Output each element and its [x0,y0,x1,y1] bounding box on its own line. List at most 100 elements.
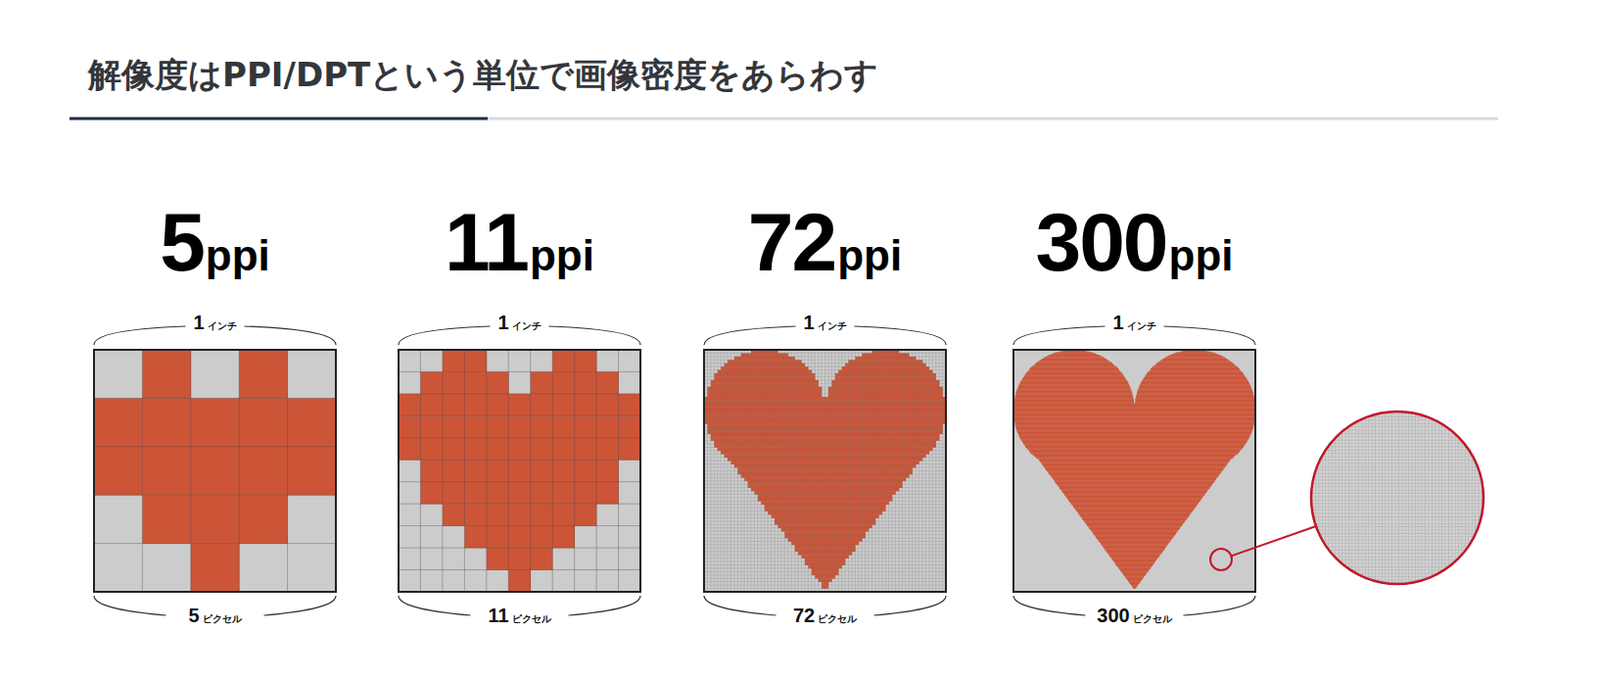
heart-pixels [1013,416,1256,418]
ppi-unit: ppi [205,234,271,278]
heart-pixels [1083,520,1184,522]
heart-pixels [1088,525,1181,527]
heart-pixels [1036,457,1233,459]
ppi-heading: 300ppi [1013,200,1256,283]
heart-pixels [1038,460,1230,462]
heart-pixels [1078,511,1192,513]
heart-pixels [1038,459,1230,461]
heart-pixels [1032,453,1237,455]
inch-unit: インチ [512,320,542,331]
heart-pixels [1116,563,1154,565]
heart-pixels [1015,393,1132,395]
heart-pixels [1013,415,1256,417]
heart-pixels [1029,370,1121,372]
heart-pixels [1013,403,1256,405]
heart-pixels [1094,534,1175,536]
heart-pixels [1116,564,1154,565]
heart-pixels [1070,502,1198,504]
heart-pixels [1065,494,1205,496]
heart-pixels [1070,501,1200,503]
heart-pixels [1029,449,1241,451]
heart-pixels [1056,483,1212,485]
heart-pixels [1101,543,1169,545]
heart-pixels [1123,572,1146,574]
heart-pixels [1042,464,1227,466]
heart-pixels [1099,541,1170,543]
heart-pixels [1054,480,1215,482]
inch-label: 1インチ [94,311,336,333]
heart-pixels [1016,388,1131,390]
heart-pixels [238,349,288,399]
heart-pixels [1062,491,1207,493]
heart-pixels [1039,461,1229,463]
heart-pixels [1019,383,1130,385]
heart-pixels [1015,424,1253,426]
heart-pixels [1052,478,1217,480]
pixel-label: 72ピクセル [704,604,946,626]
heart-pixels [1134,398,1255,400]
heart-pixels [1120,568,1150,570]
heart-pixels [508,569,531,593]
inch-value: 1 [497,311,509,333]
heart-pixels [1035,363,1113,365]
heart-pixels [1015,392,1132,394]
heart-pixels [1058,485,1211,487]
heart-pixels [1024,376,1125,377]
heart-pixels [1025,373,1123,375]
heart-pixels [1075,509,1194,511]
heart-pixels [141,494,288,544]
heart-pixels [1129,581,1140,583]
heart-pixels [1103,547,1166,549]
heart-pixels [190,543,240,593]
heart-pixels [464,525,575,549]
inch-unit: インチ [1127,320,1157,331]
heart-pixels [1138,384,1251,386]
heart-pixels [1022,378,1127,380]
heart-pixels [1014,399,1134,401]
heart-pixels [1108,553,1161,555]
heart-pixels [1142,378,1248,380]
heart-pixels [1125,576,1143,578]
pixel-count: 11 [487,604,509,626]
heart-pixels [1024,443,1246,445]
heart-pixels [1025,445,1244,447]
heart-pixels [1138,387,1253,389]
heart-pixels [1050,474,1220,476]
heart-pixels [1133,587,1136,589]
heart-pixels [1064,493,1206,495]
heart-pixels [1148,370,1241,372]
heart-pixels [1073,506,1196,508]
heart-pixels [1077,511,1192,513]
heart-pixels [1118,566,1151,568]
heart-pixels [1080,516,1189,518]
grid-ground [704,349,946,592]
heart-pixels [1022,440,1247,442]
heart-pixels [1091,529,1178,531]
heart-pixels [1019,383,1130,385]
heart-pixels [1018,432,1251,434]
heart-pixels [1157,362,1234,364]
heart-pixels [1027,371,1122,373]
heart-pixels [1075,508,1194,510]
heart-pixels [1091,530,1178,532]
heart-pixels [1013,410,1256,412]
heart-pixels [1102,544,1168,546]
heart-pixels [1031,452,1238,454]
heart-pixels [420,481,618,505]
heart-pixels [1014,418,1256,420]
heart-pixels [1016,389,1131,391]
grid-border [398,349,641,592]
pixel-lines [704,349,946,592]
heart-pixels [1157,361,1232,363]
heart-pixels [420,459,618,482]
heart-pixels [1086,524,1182,526]
heart-pixels [1022,441,1247,443]
ppi-heading: 72ppi [704,200,946,283]
heart-pixels [1052,477,1217,479]
heart-pixels [1140,381,1250,383]
heart-pixels [1015,391,1132,393]
heart-pixels [1038,360,1109,362]
heart-pixels [1139,383,1250,385]
title-underline [69,117,488,121]
heart-pixels [1014,401,1134,403]
